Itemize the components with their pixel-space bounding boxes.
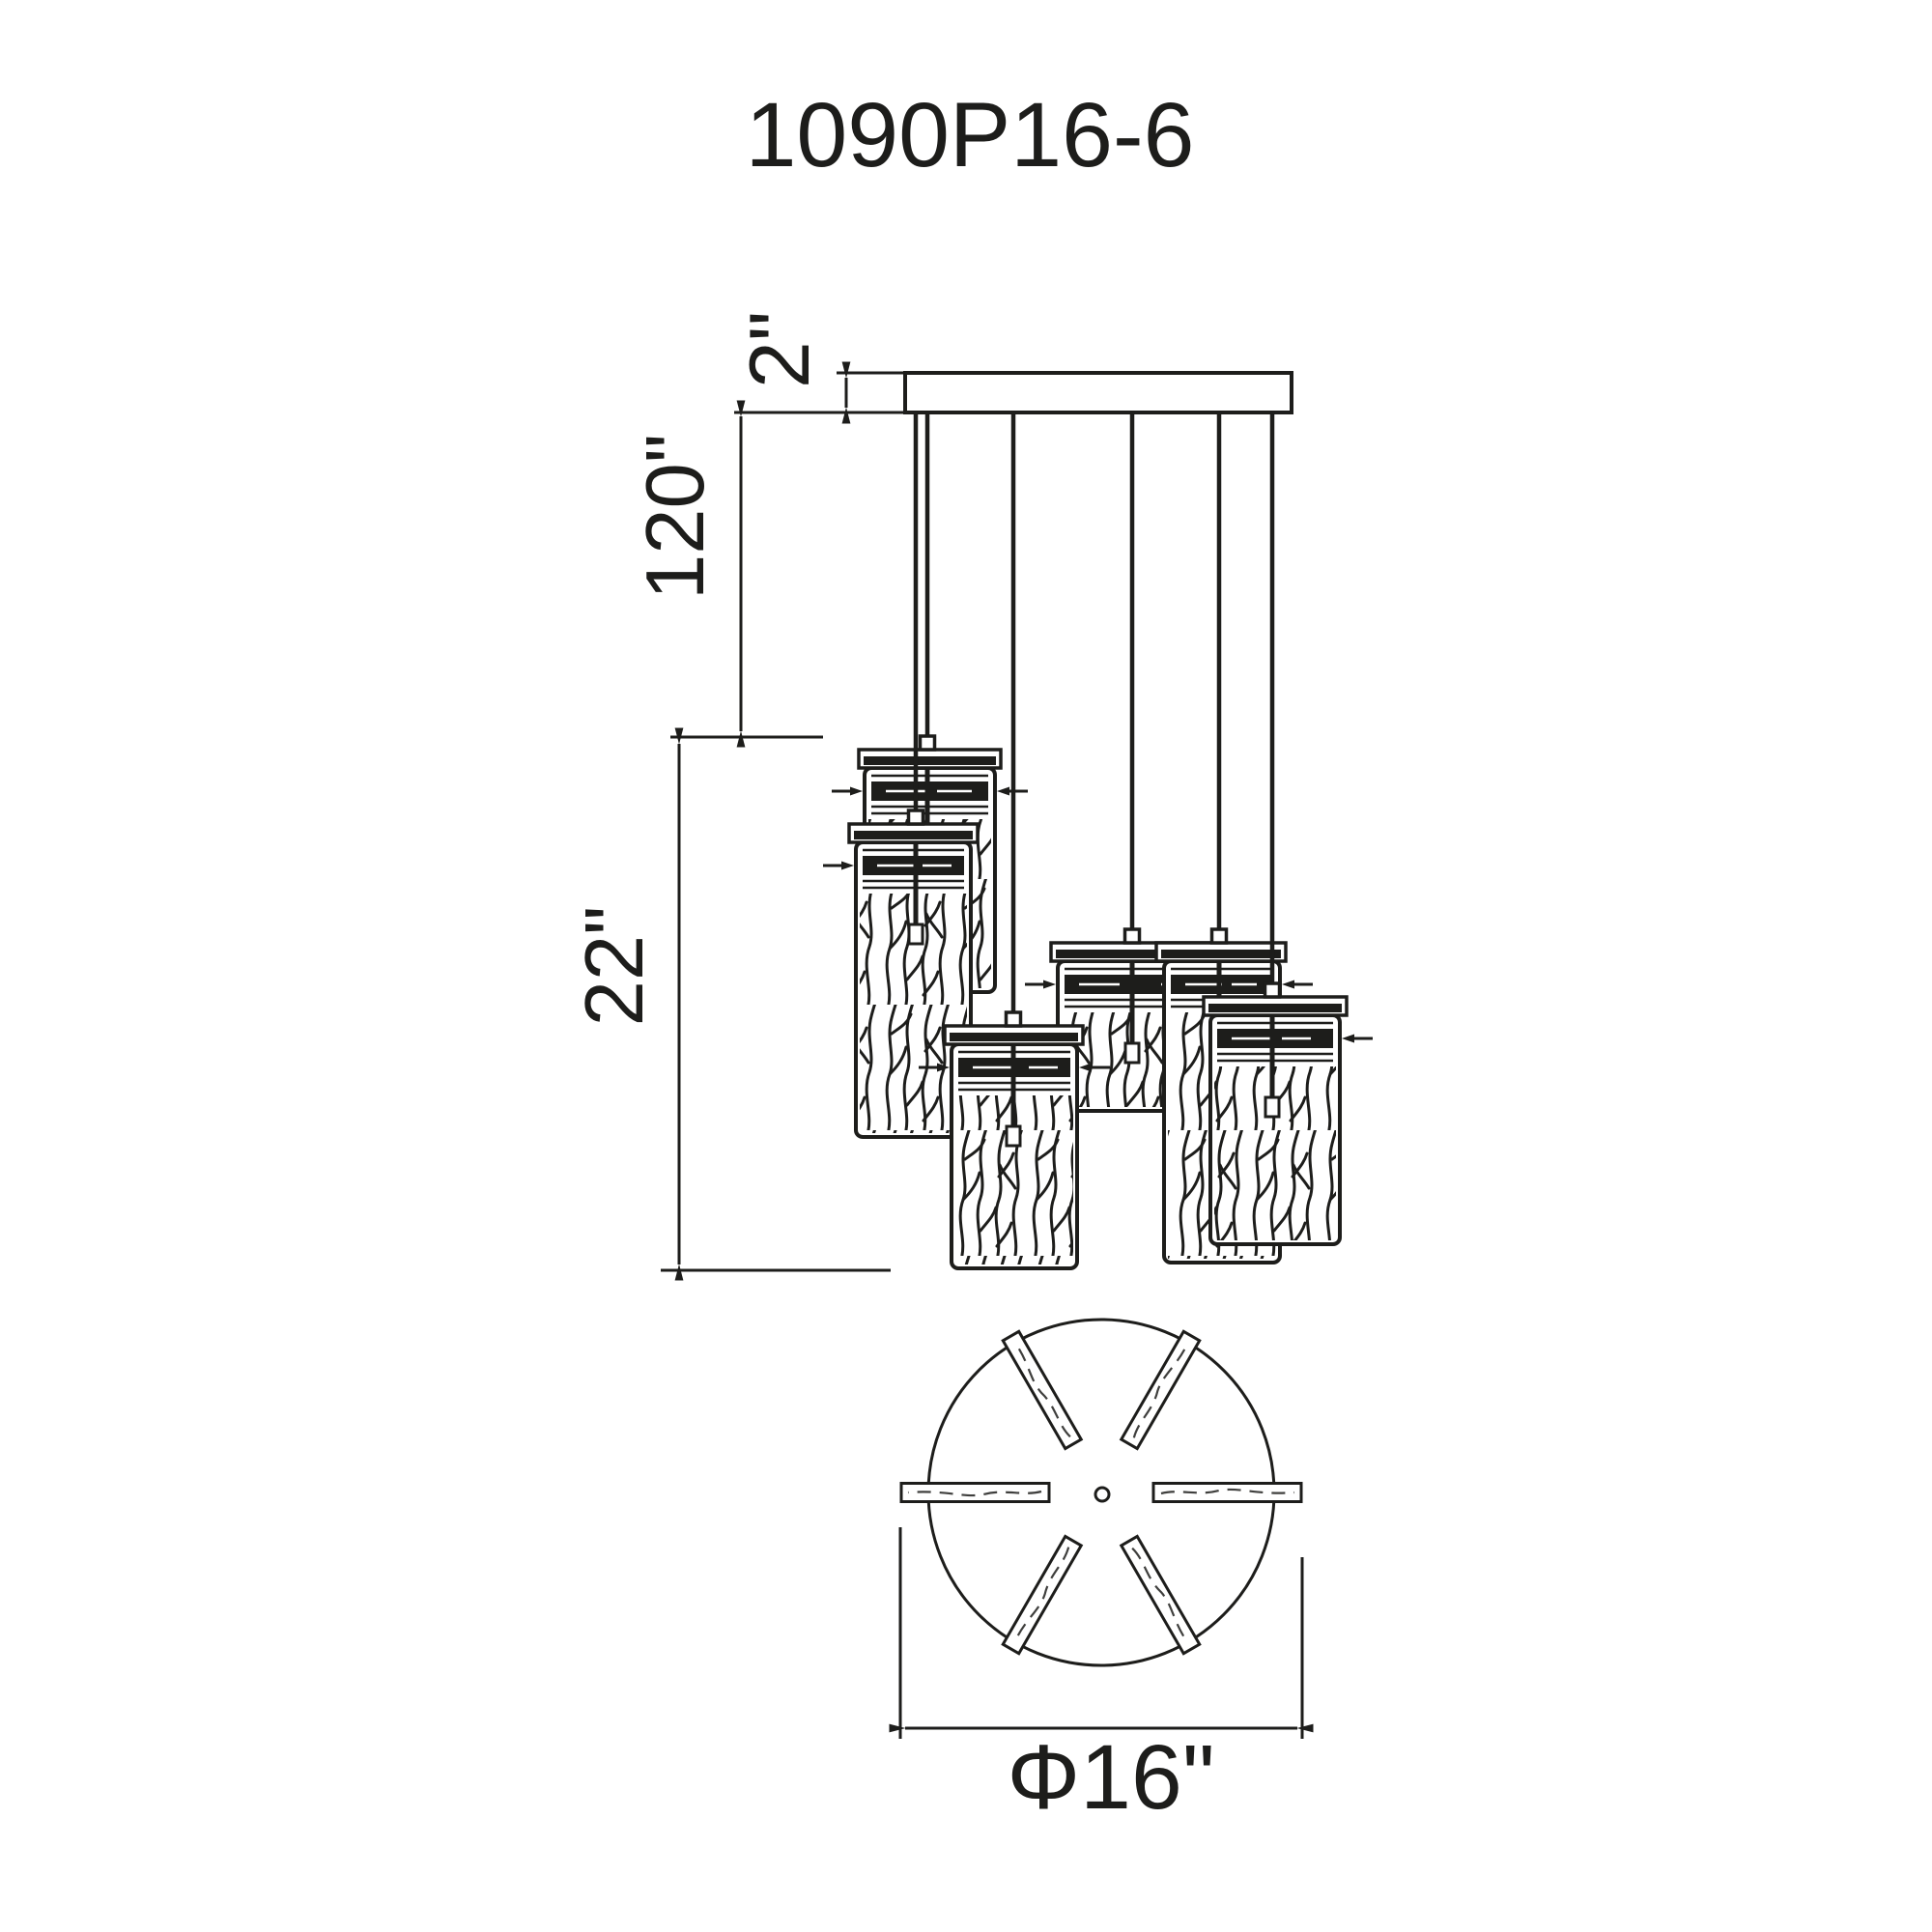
cord-connector xyxy=(906,809,925,826)
set-screw-left xyxy=(850,786,863,796)
inner-stem xyxy=(1269,1015,1275,1100)
lamp-socket xyxy=(1123,1041,1141,1065)
spoke-left xyxy=(899,1482,1051,1503)
cord-connector xyxy=(1004,1010,1023,1028)
set-screw-left xyxy=(1043,980,1056,989)
glass-branch-texture xyxy=(1214,1066,1336,1240)
dimension-label-2in: 2" xyxy=(731,311,827,388)
set-screw-left xyxy=(937,1063,950,1072)
cord-connector xyxy=(1263,981,1282,999)
dimension-max-drop: 120" xyxy=(630,400,823,748)
pendant-shade-6 xyxy=(1202,981,1373,1246)
cord-connector xyxy=(1122,927,1142,945)
cord-connector xyxy=(1209,927,1229,945)
dimension-canopy-diameter: Φ16" xyxy=(889,1527,1314,1829)
cord-connector xyxy=(918,734,937,752)
pendant-shade-3 xyxy=(919,1010,1110,1270)
set-screw-right xyxy=(997,786,1009,796)
dimension-label-16in: Φ16" xyxy=(1007,1726,1214,1829)
lamp-socket xyxy=(907,923,924,946)
side-elevation-view: 2" 120" 22" xyxy=(569,311,1373,1281)
set-screw-right xyxy=(1282,980,1294,989)
pendant-shade-2 xyxy=(823,809,980,1139)
model-number-title: 1090P16-6 xyxy=(746,84,1195,186)
dimension-label-120in: 120" xyxy=(630,434,722,600)
dimension-canopy-height: 2" xyxy=(731,311,851,424)
set-screw-left xyxy=(841,861,854,870)
center-mount-hole xyxy=(1094,1486,1111,1503)
spoke-right xyxy=(1151,1482,1303,1503)
inner-stem xyxy=(924,768,930,853)
dimension-cluster-height: 22" xyxy=(569,727,891,1281)
plan-view: Φ16" xyxy=(889,1318,1314,1829)
dimension-label-22in: 22" xyxy=(569,906,661,1027)
lamp-socket xyxy=(1005,1124,1022,1148)
canopy-bar xyxy=(903,371,1293,414)
inner-stem xyxy=(1010,1044,1016,1129)
inner-stem xyxy=(1129,961,1135,1046)
inner-stem xyxy=(913,842,919,927)
set-screw-right xyxy=(1079,1063,1092,1072)
set-screw-right xyxy=(1342,1034,1354,1043)
lamp-socket xyxy=(1264,1095,1281,1119)
ceiling-canopy xyxy=(734,371,1293,414)
shade-fitter-band xyxy=(1217,1029,1333,1048)
